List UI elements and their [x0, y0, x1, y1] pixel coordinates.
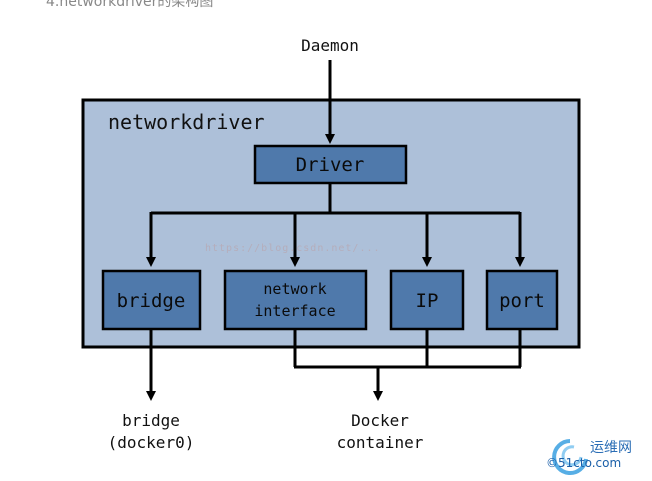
watermark-brand-cn: 运维网 — [590, 440, 632, 456]
docker-output-label-line1: Docker — [351, 411, 409, 430]
page-caption: 4.networkdriver的架构图 — [46, 0, 214, 10]
port-box — [485, 269, 559, 331]
daemon-label: Daemon — [301, 36, 359, 55]
docker-output-label-line2: container — [337, 433, 424, 452]
watermark-logo-icon — [552, 439, 588, 475]
network-interface-label-line2: interface — [254, 302, 335, 320]
driver-label: Driver — [296, 154, 365, 176]
port-label: port — [499, 290, 545, 312]
ip-label: IP — [416, 290, 439, 312]
bridge-label: bridge — [117, 290, 186, 312]
watermark-url: https://blog.csdn.net/... — [205, 243, 381, 254]
bridge-output-label-line2: (docker0) — [108, 433, 195, 452]
network-interface-label-line1: network — [263, 280, 326, 298]
watermark-brand-site: ©51cto.com — [546, 456, 622, 470]
container-title: networkdriver — [108, 110, 265, 134]
bridge-output-label-line1: bridge — [122, 411, 180, 430]
